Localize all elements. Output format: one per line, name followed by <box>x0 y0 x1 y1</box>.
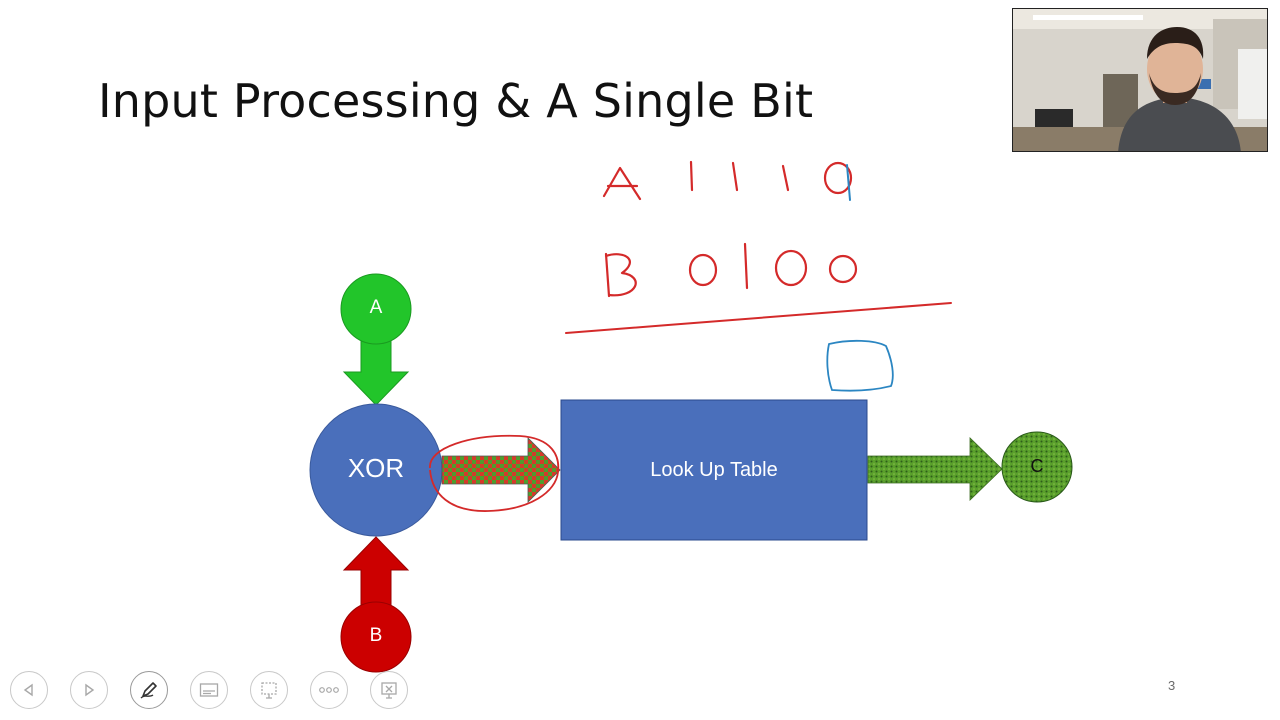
more-options-button[interactable] <box>310 671 348 709</box>
see-all-slides-button[interactable] <box>250 671 288 709</box>
lookup-table-box <box>560 399 868 541</box>
ink-row-b <box>604 242 858 298</box>
node-a <box>340 273 412 345</box>
subtitles-button[interactable] <box>190 671 228 709</box>
ink-circle-annotation <box>429 434 560 512</box>
node-c-label: C <box>1030 456 1044 476</box>
ink-blue-mark <box>846 164 851 201</box>
previous-slide-button[interactable] <box>10 671 48 709</box>
node-b <box>340 601 412 673</box>
end-show-icon <box>381 682 397 699</box>
slide-title: Input Processing & A Single Bit <box>98 74 814 128</box>
previous-icon <box>23 683 33 697</box>
arrow-b-to-xor <box>342 536 410 613</box>
slides-icon <box>261 682 277 699</box>
webcam-overlay <box>1012 8 1268 152</box>
node-b-label: B <box>369 625 383 646</box>
presenter-toolbar <box>10 670 408 710</box>
pen-icon <box>140 682 157 699</box>
ink-result-box <box>826 339 894 392</box>
node-xor-label: XOR <box>347 453 405 483</box>
end-show-button[interactable] <box>370 671 408 709</box>
next-icon <box>85 683 95 697</box>
ink-underline <box>565 302 952 334</box>
more-icon <box>319 687 339 693</box>
arrow-xor-to-lut <box>441 437 561 503</box>
slide-number: 3 <box>1168 678 1176 693</box>
subtitles-icon <box>199 683 219 697</box>
node-a-label: A <box>369 297 383 318</box>
presenter-video-frame <box>1013 9 1267 151</box>
lookup-table-label: Look Up Table <box>650 459 778 481</box>
ink-row-a <box>602 160 853 201</box>
node-c <box>1001 431 1073 503</box>
pen-tool-button[interactable] <box>130 671 168 709</box>
next-slide-button[interactable] <box>70 671 108 709</box>
arrow-lut-to-c <box>867 437 1003 501</box>
